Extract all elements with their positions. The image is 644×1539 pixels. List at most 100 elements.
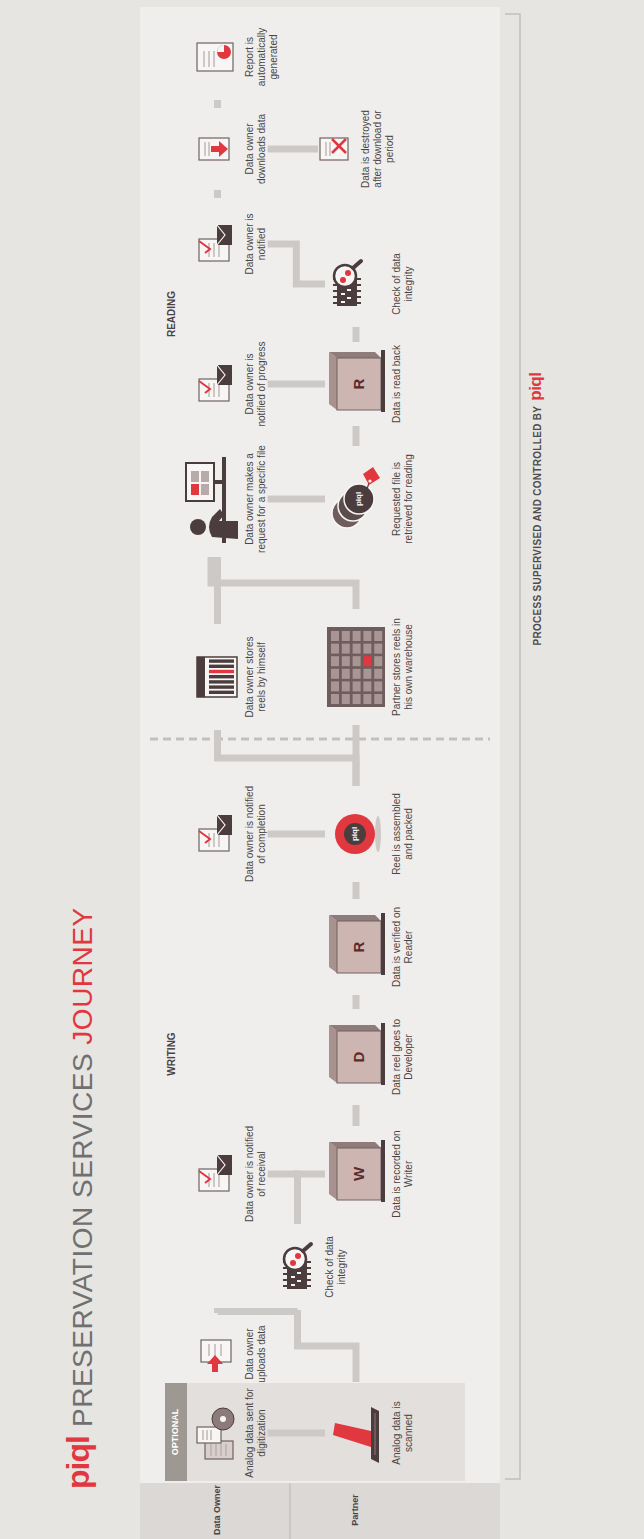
flow-track — [298, 1174, 326, 1224]
machine-top — [329, 1142, 337, 1200]
title-word: JOURNEY — [67, 907, 98, 1044]
chip-dot — [291, 1284, 295, 1286]
flow-track — [353, 882, 360, 899]
diagram-title: PRESERVATION SERVICES JOURNEY — [67, 907, 99, 1427]
logo: piql — [526, 373, 546, 401]
step-label: Data owner uploads data — [244, 1316, 268, 1392]
step-label: Data owner is notified of progress — [244, 336, 268, 432]
warehouse-cell — [342, 656, 350, 666]
warehouse-cell — [353, 631, 361, 641]
screen-tile — [191, 471, 199, 482]
machine-top — [329, 1025, 337, 1083]
machine-top — [329, 352, 337, 410]
envelope-flap — [217, 225, 225, 245]
check-tick — [199, 381, 210, 393]
process-step: RData is read back — [325, 342, 403, 426]
process-step: Partner stores reels in his own warehous… — [325, 609, 415, 725]
warehouse-cell — [374, 656, 382, 666]
screen-tile — [201, 484, 209, 495]
document-line — [208, 51, 209, 67]
chip-pin — [283, 1273, 287, 1275]
document-line — [213, 1173, 214, 1187]
chip-dot — [341, 301, 345, 303]
chip-dot — [297, 1272, 301, 1274]
machine-base — [381, 1140, 385, 1202]
shelf-frame — [197, 657, 237, 697]
magnifier-dot — [340, 277, 346, 283]
warehouse-body — [327, 627, 385, 707]
flow-track — [353, 995, 360, 1009]
scanner-stripe — [375, 1413, 376, 1455]
process-step: Report is automatically generated — [195, 14, 279, 100]
warehouse-cell — [331, 656, 339, 666]
envelope-icon — [217, 365, 232, 385]
document-line — [213, 51, 214, 67]
step-label: Requested file is retrieved for reading — [391, 449, 415, 549]
red-tag — [363, 467, 380, 485]
machine-side — [329, 1142, 381, 1148]
process-step: Data is destroyed after download or peri… — [318, 96, 395, 202]
document-line — [213, 833, 214, 847]
warehouse-cell — [374, 681, 382, 691]
flow-track — [353, 1105, 360, 1126]
document-line — [214, 1344, 215, 1356]
document-icon — [320, 138, 348, 160]
machine-side — [329, 1025, 381, 1031]
step-label: Data owner stores reels by himself — [244, 627, 268, 727]
process-step: Check of data integrity — [325, 241, 415, 327]
row-label: Partner — [350, 1483, 360, 1537]
envelope-icon — [217, 815, 232, 835]
process-step: Data owner downloads data — [195, 108, 268, 190]
document-icon — [199, 138, 229, 160]
stored-reel — [209, 670, 234, 673]
warehouse-cell — [363, 681, 371, 691]
document-line — [210, 1430, 211, 1440]
warehouse-cell — [363, 694, 371, 704]
chip-pin — [357, 302, 361, 304]
machine-base — [381, 1023, 385, 1085]
warehouse-cell — [353, 644, 361, 654]
document-icon — [197, 43, 233, 71]
document-line — [215, 1444, 216, 1456]
document-line — [206, 1430, 207, 1440]
title-word: PRESERVATION — [67, 1198, 98, 1427]
document-line — [208, 142, 209, 156]
step-icon — [195, 14, 240, 100]
stored-reel — [209, 685, 234, 688]
step-icon — [195, 108, 240, 190]
flow-track — [268, 146, 318, 153]
step-label: Check of data integrity — [391, 244, 415, 324]
process-step: Data owner is notified — [195, 198, 268, 290]
flow-track — [353, 725, 360, 786]
flow-track — [353, 327, 360, 342]
destroy-cross — [332, 139, 346, 153]
process-step: Data owner is notified of receival — [195, 1121, 268, 1227]
process-step: Data owner is notified of completion — [195, 781, 268, 887]
document-line — [202, 1430, 203, 1440]
logo: piql — [60, 1436, 97, 1489]
device-letter: R — [350, 342, 368, 426]
step-label: Data is destroyed after download or peri… — [360, 99, 395, 199]
chip-dot — [291, 1276, 295, 1278]
warehouse-cell — [353, 656, 361, 666]
document-line — [329, 142, 330, 156]
chip-pin — [357, 296, 361, 298]
optional-column — [165, 1383, 465, 1481]
step-label: Analog data is scanned — [391, 1385, 415, 1481]
document-line — [210, 1444, 211, 1456]
scanner-base — [371, 1407, 379, 1463]
document-line — [225, 1444, 226, 1456]
warehouse-cell — [363, 656, 371, 666]
warehouse-cell — [342, 631, 350, 641]
warehouse-cell — [363, 644, 371, 654]
document-line — [220, 1444, 221, 1456]
warehouse-cell — [374, 669, 382, 679]
device-letter: R — [350, 899, 368, 995]
section-header: WRITING — [166, 1004, 178, 1104]
machine-top — [329, 915, 337, 973]
flow-track — [214, 557, 221, 624]
device-letter: D — [350, 1009, 368, 1105]
pie-slice — [217, 45, 224, 52]
step-label: Report is automatically generated — [244, 17, 279, 97]
